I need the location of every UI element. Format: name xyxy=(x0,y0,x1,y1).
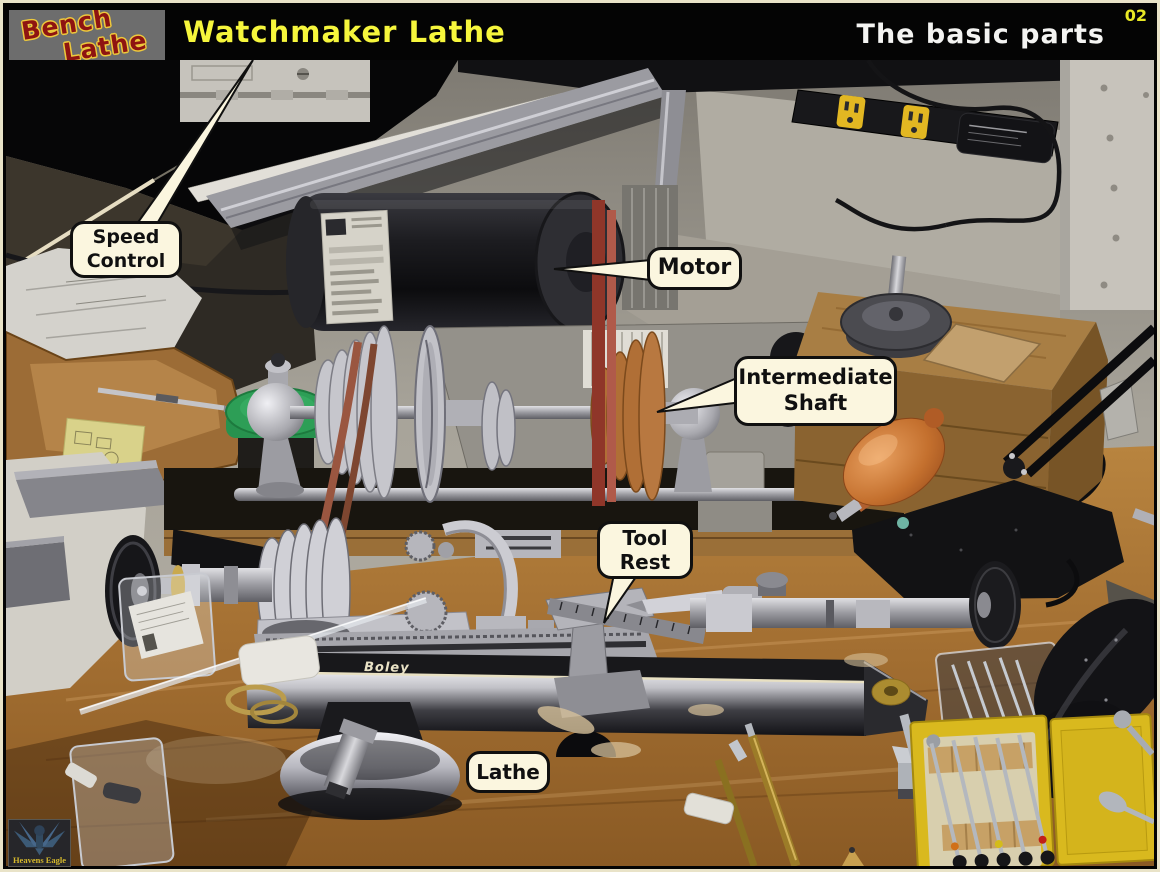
callout-lathe: Lathe xyxy=(466,751,550,793)
lathe-brand-text: Boley xyxy=(364,660,410,676)
metal-hook xyxy=(1132,508,1154,528)
red-drive-belt xyxy=(592,200,605,506)
left-white-bench xyxy=(6,452,174,696)
watermark-text: Heavens Eagle xyxy=(12,855,67,865)
callout-tool-rest: Tool Rest xyxy=(597,521,693,579)
white-wedge xyxy=(238,635,320,687)
steel-punch xyxy=(323,718,378,800)
label-in-box xyxy=(128,591,204,659)
power-strip xyxy=(791,89,1059,164)
lamp-base xyxy=(852,324,1154,608)
bench-lathe-logo: Bench Lathe xyxy=(9,10,165,62)
large-thin-pulley xyxy=(414,325,446,503)
lathe: Boley xyxy=(105,517,1021,820)
lathe-pedestal xyxy=(278,702,462,820)
small-white-cylinder xyxy=(65,762,97,788)
metal-bracket xyxy=(1099,377,1139,441)
cardboard-piece xyxy=(922,323,1042,383)
brass-washer xyxy=(871,678,911,706)
left-bench-small-items xyxy=(65,572,427,866)
screwdrivers xyxy=(926,734,1055,866)
eagle-icon xyxy=(13,821,66,856)
small-middle-pulley xyxy=(481,381,516,471)
orange-blower xyxy=(829,408,946,522)
callout-motor: Motor xyxy=(647,247,742,290)
page-subtitle: The basic parts xyxy=(856,19,1105,50)
page-title: Watchmaker Lathe xyxy=(183,15,506,49)
eraser xyxy=(683,792,735,825)
brass-ring xyxy=(225,684,287,716)
workbench-photo: Boley xyxy=(6,60,1154,866)
page-number: 02 xyxy=(1124,6,1147,25)
callout-speed-control: Speed Control xyxy=(70,221,182,278)
heavens-eagle-watermark: Heavens Eagle xyxy=(8,819,71,867)
dark-punch xyxy=(102,782,142,804)
callout-intermediate-shaft: Intermediate Shaft xyxy=(734,356,897,426)
tailstock xyxy=(690,561,1021,649)
screwdriver-case xyxy=(899,710,1154,866)
pencil-tip xyxy=(842,848,864,866)
rotary-lap-tool xyxy=(840,255,952,358)
title-bar: Bench Lathe Watchmaker Lathe The basic p… xyxy=(3,3,1157,62)
pegboard-shelf xyxy=(1060,60,1154,310)
brass-punches xyxy=(714,722,801,866)
motor-spec-label xyxy=(320,209,394,325)
